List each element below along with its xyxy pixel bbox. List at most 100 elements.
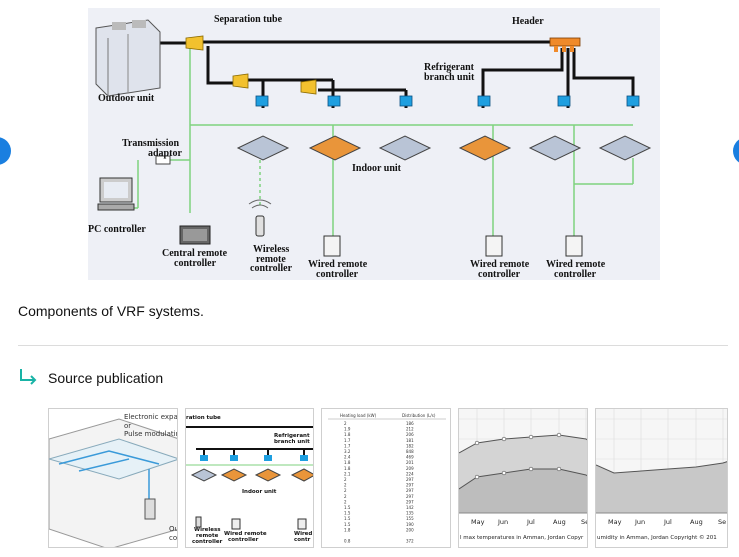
t3-cell-load: 2 [344,477,347,482]
label-central-remote-2: controller [174,258,217,269]
t2-text-9: controller [228,537,259,543]
t3-cell-load: 2 [344,483,347,488]
t5-month-3: Jul [663,518,672,526]
t5-month-2: Jun [634,518,645,526]
label-transmission-2: adaptor [148,148,182,159]
vrf-diagram: Separation tube Header Outdoor unit Refr… [88,8,660,280]
t5-month-5: Se [718,518,726,526]
t3-cell-distribution: 212 [406,427,414,432]
t2-text-5: Wireless [194,527,221,533]
figure-caption: Components of VRF systems. [18,303,204,319]
t3-cell-load: 1.5 [344,522,351,527]
t3-cell-distribution: 190 [406,522,414,527]
t3-cell-distribution: 209 [406,466,414,471]
t3-cell-distribution: 181 [406,438,414,443]
t2-text-6: remote [196,533,219,539]
label-wired-1a: Wired remote [308,259,368,270]
t3-cell-distribution: 848 [406,449,414,454]
return-arrow-icon [20,369,37,385]
vrf-diagram-svg: Separation tube Header Outdoor unit Refr… [88,14,652,280]
thumbnail-table[interactable]: Heating load (kW) Distribution (L/s) 2 18… [321,408,451,548]
next-figure-button[interactable] [733,137,739,165]
t1-text-3: Pulse modulating [124,430,178,438]
t3-cell-load: 2 [344,421,347,426]
t2-text-1: ration tube [186,415,221,421]
t3-cell-load: 1.5 [344,516,351,521]
t3-cell-distribution: 201 [406,460,414,465]
t4-caption: l max temperatures in Amman, Jordan Copy… [460,535,584,541]
t2-text-7: controller [192,539,223,545]
wired-remote-icons [323,235,583,257]
t1-text-4: Ou [169,525,178,533]
t4-month-4: Aug [553,518,566,526]
label-wireless-1: Wireless [253,244,289,255]
t4-month-5: Se [581,518,588,526]
label-transmission-1: Transmission [122,138,179,149]
t5-month-1: May [608,518,622,526]
t3-header-1: Heating load (kW) [340,413,377,418]
source-publication-label: Source publication [48,370,164,386]
t1-text-2: or [124,422,131,430]
t2-text-8: Wired remote [224,531,267,537]
label-header: Header [512,16,544,27]
t3-cell-load: 2 [344,494,347,499]
thumbnail-building[interactable]: Electronic expans or Pulse modulating Ou… [48,408,178,548]
t3-cell-load: 2 [344,488,347,493]
t2-text-3: branch unit [274,439,310,445]
outdoor-unit-icon [95,19,161,97]
t2-text-11: contr [294,537,311,543]
t3-cell-load: 1.8 [344,460,351,465]
label-refrigerant-1: Refrigerant [424,62,475,73]
t1-text-5: co [169,534,177,542]
t3-table-svg: Heating load (kW) Distribution (L/s) 2 18… [328,413,446,544]
t3-cell-distribution: 200 [406,527,414,532]
previous-figure-button[interactable] [0,137,11,165]
t3-cell-load: 0.8 [344,539,351,544]
label-wired-2b: controller [478,269,521,280]
t3-cell-load: 1.8 [344,432,351,437]
label-indoor-unit: Indoor unit [352,163,402,174]
t3-cell-load: 2.4 [344,455,351,460]
t1-text-1: Electronic expans [124,413,178,421]
t3-header-2: Distribution (L/s) [402,413,436,418]
t5-month-4: Aug [690,518,703,526]
t3-cell-distribution: 206 [406,432,414,437]
t3-cell-distribution: 469 [406,455,414,460]
thumbnail-vrf-diagram[interactable]: ration tube Refrigerant branch unit Indo… [185,408,314,548]
label-wireless-2: remote [256,254,286,265]
label-wired-2c: controller [554,269,597,280]
header-icon [549,37,581,52]
indoor-unit-icons [236,135,652,161]
t3-cell-load: 2.1 [344,471,351,476]
refrigerant-pipes [160,40,635,108]
t3-cell-distribution: 224 [406,471,414,476]
separation-tube-icons [185,35,317,95]
t5-caption: umidity in Amman, Jordan Copyright © 201 [597,534,717,541]
t3-cell-load: 1.8 [344,527,351,532]
t3-cell-distribution: 372 [406,539,414,544]
t3-cell-load: 1.5 [344,511,351,516]
t3-cell-distribution: 297 [406,499,414,504]
thumbnail-humidity-chart[interactable]: May Jun Jul Aug Se umidity in Amman, Jor… [595,408,728,548]
t3-cell-distribution: 182 [406,443,414,448]
transmission-adaptor-icon [155,155,171,165]
label-pc-controller: PC controller [88,224,146,235]
t2-text-2: Refrigerant [274,433,310,439]
t3-cell-load: 2 [344,499,347,504]
t3-cell-load: 1.5 [344,505,351,510]
label-wired-1b: Wired remote [470,259,530,270]
label-wired-2a: controller [316,269,359,280]
label-wireless-3: controller [250,263,293,274]
t3-cell-distribution: 135 [406,511,414,516]
t3-cell-load: 1.7 [344,438,351,443]
t4-month-3: Jul [526,518,535,526]
t3-cell-load: 1.7 [344,443,351,448]
pc-controller-icon [97,177,135,211]
t3-cell-distribution: 297 [406,477,414,482]
thumbnail-temperature-chart[interactable]: May Jun Jul Aug Se l max temperatures in… [458,408,588,548]
t4-month-1: May [471,518,485,526]
t3-cell-distribution: 186 [406,421,414,426]
central-remote-icon [179,225,211,245]
label-separation-tube: Separation tube [214,14,283,25]
branch-unit-icons [255,95,640,107]
